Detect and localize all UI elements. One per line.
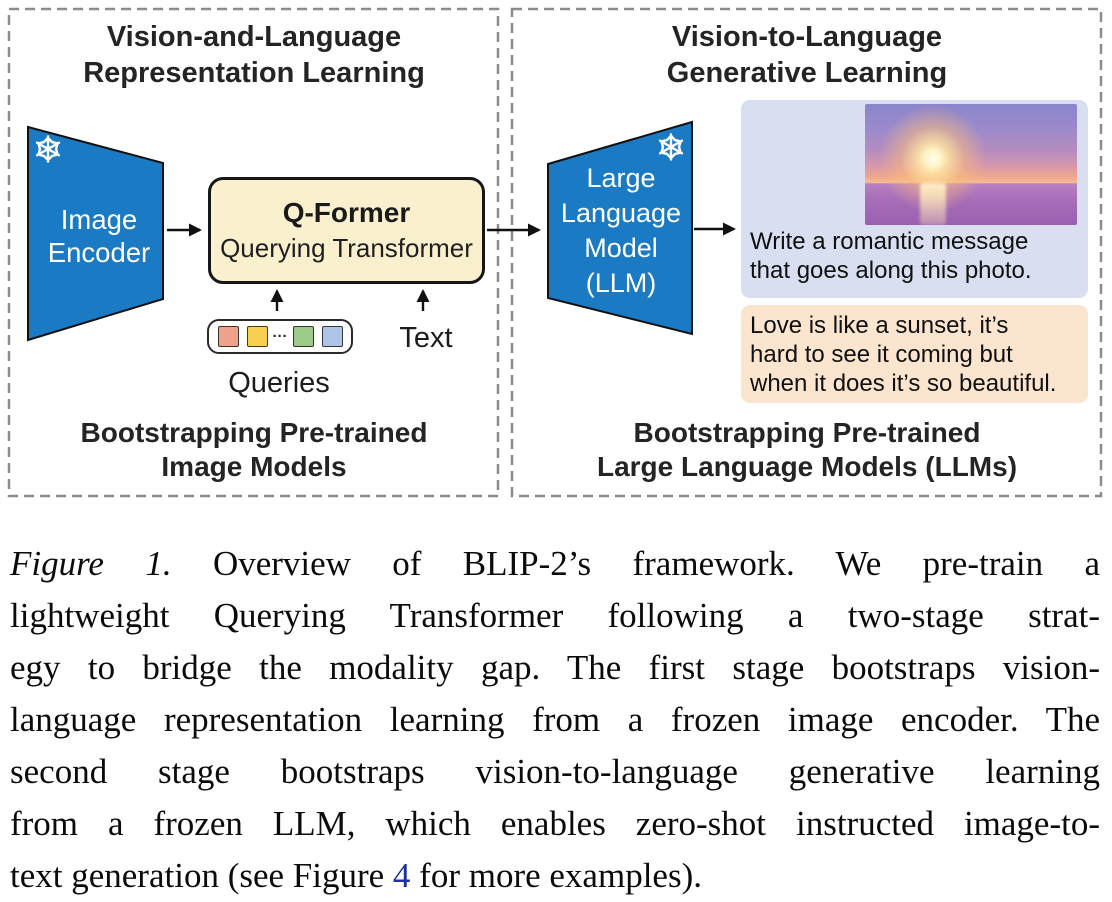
- sunset-photo: [865, 104, 1077, 225]
- right-panel-footer-line1: Bootstrapping Pre-trained: [633, 417, 981, 448]
- figure-caption: Figure 1. Overview of BLIP-2’s framework…: [10, 538, 1100, 902]
- left-panel-footer-line1: Bootstrapping Pre-trained: [80, 417, 428, 448]
- figure-4-link[interactable]: 4: [392, 856, 411, 895]
- image-encoder-label-line1: Image: [61, 204, 137, 235]
- query-token: [217, 326, 239, 347]
- blip2-diagram: Image Encoder Large Language Model (LLM)…: [0, 0, 1112, 512]
- caption-text: Overview of BLIP-2’s framework. We pre-t…: [212, 544, 1100, 583]
- query-token: [246, 326, 268, 347]
- figure-label: Figure 1.: [10, 544, 172, 583]
- caption-line: Figure 1. Overview of BLIP-2’s framework…: [10, 538, 1100, 590]
- left-panel-footer-line2: Image Models: [161, 451, 347, 482]
- response-text-line3: when it does it’s so beautiful.: [750, 370, 1057, 397]
- left-panel-title-line1: Vision-and-Language: [106, 21, 402, 53]
- prompt-text-line2: that goes along this photo.: [750, 257, 1032, 284]
- diagram-canvas: Image Encoder Large Language Model (LLM): [7, 7, 1103, 498]
- right-panel-title-line2: Generative Learning: [666, 57, 948, 89]
- queries-token-box: ···: [207, 319, 353, 354]
- queries-label: Queries: [228, 367, 330, 399]
- llm-label-line2: Language: [561, 198, 681, 228]
- qformer-title: Q-Former: [282, 197, 411, 228]
- llm-shape: [547, 120, 693, 336]
- queries-ellipsis: ···: [272, 328, 288, 345]
- right-panel-footer-line2: Large Language Models (LLMs): [596, 451, 1018, 482]
- caption-line: lightweight Querying Transformer followi…: [10, 596, 1100, 635]
- response-bubble: Love is like a sunset, it’s hard to see …: [741, 305, 1088, 403]
- caption-line: text generation (see Figure 4 for more e…: [10, 850, 1100, 902]
- panel-right-border: [510, 7, 1103, 498]
- image-encoder-label-line2: Encoder: [48, 237, 150, 268]
- caption-line: egy to bridge the modality gap. The firs…: [10, 648, 1100, 687]
- left-panel-title: Vision-and-Language Representation Learn…: [8, 19, 500, 91]
- llm-label-line1: Large: [586, 163, 655, 193]
- right-panel-title-line1: Vision-to-Language: [671, 21, 943, 53]
- query-token: [321, 326, 343, 347]
- left-panel-title-line2: Representation Learning: [83, 57, 425, 89]
- prompt-bubble: Write a romantic message that goes along…: [741, 100, 1088, 298]
- response-text-line1: Love is like a sunset, it’s: [750, 312, 1009, 339]
- panel-left-border: [7, 7, 500, 498]
- response-text-line2: hard to see it coming but: [750, 341, 1013, 368]
- right-panel-title: Vision-to-Language Generative Learning: [511, 19, 1103, 91]
- caption-text: text generation (see Figure: [10, 856, 393, 895]
- query-token: [292, 326, 314, 347]
- prompt-text-line1: Write a romantic message: [750, 228, 1029, 255]
- right-panel-footer: Bootstrapping Pre-trained Large Language…: [511, 416, 1103, 484]
- caption-text: for more examples).: [410, 856, 702, 895]
- llm-label-line3: Model: [584, 233, 658, 263]
- left-panel-footer: Bootstrapping Pre-trained Image Models: [8, 416, 500, 484]
- caption-line: language representation learning from a …: [10, 700, 1100, 739]
- llm-label-line4: (LLM): [586, 268, 657, 298]
- qformer-subtitle: Querying Transformer: [220, 233, 473, 263]
- qformer-box: Q-Former Querying Transformer: [208, 177, 485, 284]
- text-input-label: Text: [399, 322, 453, 354]
- prompt-text: Write a romantic message that goes along…: [750, 227, 1032, 285]
- caption-line: second stage bootstraps vision-to-langua…: [10, 752, 1100, 791]
- image-encoder-shape: [27, 125, 164, 342]
- caption-line: from a frozen LLM, which enables zero-sh…: [10, 804, 1100, 843]
